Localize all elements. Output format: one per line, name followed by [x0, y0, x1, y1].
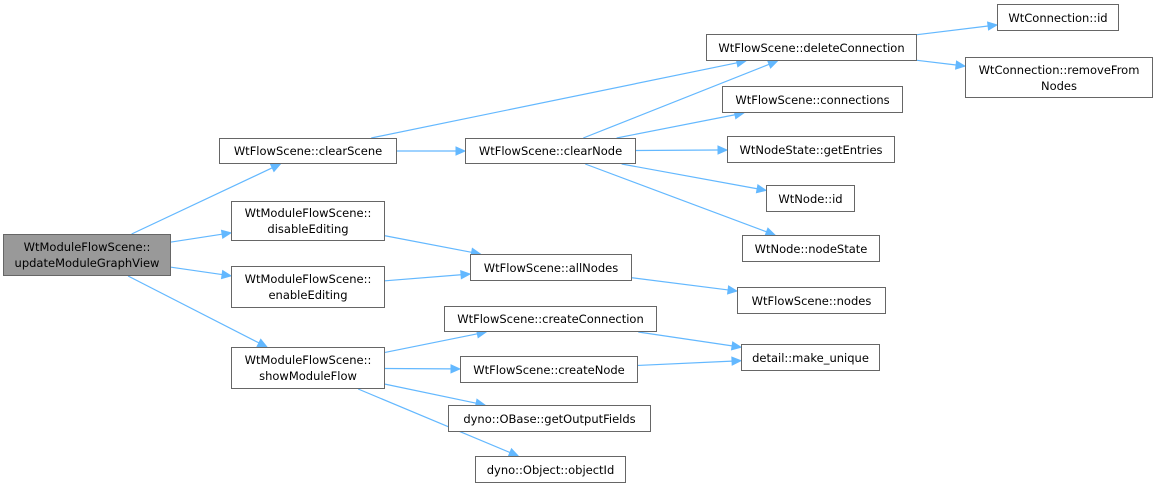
- graph-node-clearScene[interactable]: WtFlowScene::clearScene: [219, 138, 397, 164]
- edge-root-to-disableEditing: [170, 233, 223, 243]
- node-label: dyno::Object::objectId: [486, 462, 615, 477]
- edge-createNode-to-makeUnique: [637, 360, 733, 367]
- node-label: WtNode::id: [778, 191, 843, 206]
- edge-showModuleFlow-to-createConnection: [384, 333, 478, 354]
- graph-node-getOutputFields[interactable]: dyno::OBase::getOutputFields: [448, 405, 651, 432]
- edge-clearNode-to-nodeState: [585, 163, 767, 233]
- edge-deleteConnection-to-connId: [916, 25, 989, 36]
- edge-clearNode-to-connections: [616, 114, 736, 139]
- arrowhead-clearNode-to-nodeId: [755, 183, 768, 194]
- arrowhead-root-to-disableEditing: [220, 229, 233, 240]
- graph-node-showModuleFlow[interactable]: WtModuleFlowScene::showModuleFlow: [231, 347, 385, 389]
- edge-showModuleFlow-to-objectId: [357, 388, 511, 454]
- arrowhead-deleteConnection-to-removeFromNodes: [954, 60, 967, 70]
- node-label: WtFlowScene::createNode: [473, 362, 625, 377]
- arrowhead-clearScene-to-clearNode: [455, 146, 467, 156]
- graph-node-deleteConnection[interactable]: WtFlowScene::deleteConnection: [706, 34, 917, 61]
- arrowhead-allNodes-to-nodes: [726, 285, 739, 295]
- graph-node-nodes[interactable]: WtFlowScene::nodes: [737, 287, 886, 314]
- arrowhead-root-to-enableEditing: [220, 269, 233, 280]
- arrowhead-createConnection-to-makeUnique: [730, 341, 743, 351]
- edge-deleteConnection-to-removeFromNodes: [916, 59, 957, 66]
- node-label: WtModuleFlowScene::: [244, 206, 372, 220]
- graph-node-nodeId[interactable]: WtNode::id: [766, 185, 855, 212]
- node-label: WtFlowScene::allNodes: [483, 260, 619, 275]
- node-label: enableEditing: [268, 288, 348, 302]
- graph-node-nodeState[interactable]: WtNode::nodeState: [742, 235, 880, 262]
- node-label: WtModuleFlowScene::: [244, 353, 372, 367]
- arrowhead-showModuleFlow-to-createNode: [450, 364, 462, 374]
- node-label: WtFlowScene::connections: [735, 92, 890, 107]
- node-label: WtNodeState::getEntries: [739, 142, 883, 157]
- graph-node-makeUnique[interactable]: detail::make_unique: [741, 344, 880, 371]
- edge-enableEditing-to-allNodes: [384, 274, 462, 282]
- node-label: updateModuleGraphView: [14, 256, 160, 270]
- node-label: WtNode::nodeState: [754, 241, 868, 256]
- node-label: WtFlowScene::createConnection: [457, 312, 644, 326]
- node-label: WtConnection::id: [1008, 10, 1108, 25]
- arrowhead-enableEditing-to-allNodes: [460, 270, 472, 280]
- arrowhead-createNode-to-makeUnique: [731, 356, 743, 366]
- graph-node-disableEditing[interactable]: WtModuleFlowScene::disableEditing: [231, 201, 385, 241]
- node-label: WtModuleFlowScene::: [23, 240, 151, 254]
- node-label: WtModuleFlowScene::: [244, 272, 372, 286]
- node-label: detail::make_unique: [752, 350, 869, 365]
- graph-node-clearNode[interactable]: WtFlowScene::clearNode: [465, 138, 636, 164]
- arrowhead-root-to-clearScene: [269, 163, 282, 173]
- node-label: WtFlowScene::deleteConnection: [718, 40, 905, 55]
- graph-node-connections[interactable]: WtFlowScene::connections: [722, 86, 903, 113]
- node-label: Nodes: [1040, 78, 1077, 93]
- graph-node-createNode[interactable]: WtFlowScene::createNode: [460, 356, 638, 383]
- graph-node-createConnection[interactable]: WtFlowScene::createConnection: [444, 306, 657, 332]
- edge-showModuleFlow-to-getOutputFields: [384, 383, 477, 404]
- graph-node-enableEditing[interactable]: WtModuleFlowScene::enableEditing: [231, 266, 385, 308]
- graph-node-allNodes[interactable]: WtFlowScene::allNodes: [470, 254, 632, 281]
- node-label: dyno::OBase::getOutputFields: [463, 411, 636, 426]
- node-label: showModuleFlow: [259, 369, 357, 383]
- graph-node-connId[interactable]: WtConnection::id: [997, 4, 1119, 31]
- arrowhead-root-to-showModuleFlow: [256, 338, 269, 348]
- graph-node-getEntries[interactable]: WtNodeState::getEntries: [727, 136, 895, 163]
- node-label: WtFlowScene::clearScene: [233, 144, 383, 158]
- node-label: WtConnection::removeFrom: [978, 62, 1140, 77]
- graph-node-objectId[interactable]: dyno::Object::objectId: [475, 456, 626, 483]
- arrowhead-deleteConnection-to-connId: [986, 21, 999, 31]
- edge-disableEditing-to-allNodes: [384, 235, 472, 253]
- edge-clearNode-to-nodeId: [621, 163, 758, 190]
- node-label: disableEditing: [267, 222, 349, 236]
- graph-node-root: WtModuleFlowScene::updateModuleGraphView: [3, 234, 171, 276]
- node-label: WtFlowScene::nodes: [751, 293, 872, 308]
- edge-createConnection-to-makeUnique: [638, 331, 733, 347]
- edge-root-to-enableEditing: [170, 266, 223, 276]
- edge-root-to-clearScene: [131, 167, 273, 235]
- edge-clearNode-to-deleteConnection: [583, 63, 770, 139]
- node-label: WtFlowScene::clearNode: [478, 144, 623, 158]
- arrowhead-clearNode-to-getEntries: [717, 145, 729, 155]
- edge-allNodes-to-nodes: [631, 277, 729, 291]
- arrowhead-clearNode-to-deleteConnection: [766, 60, 779, 69]
- edge-clearScene-to-deleteConnection: [371, 62, 738, 139]
- edge-root-to-showModuleFlow: [127, 275, 260, 344]
